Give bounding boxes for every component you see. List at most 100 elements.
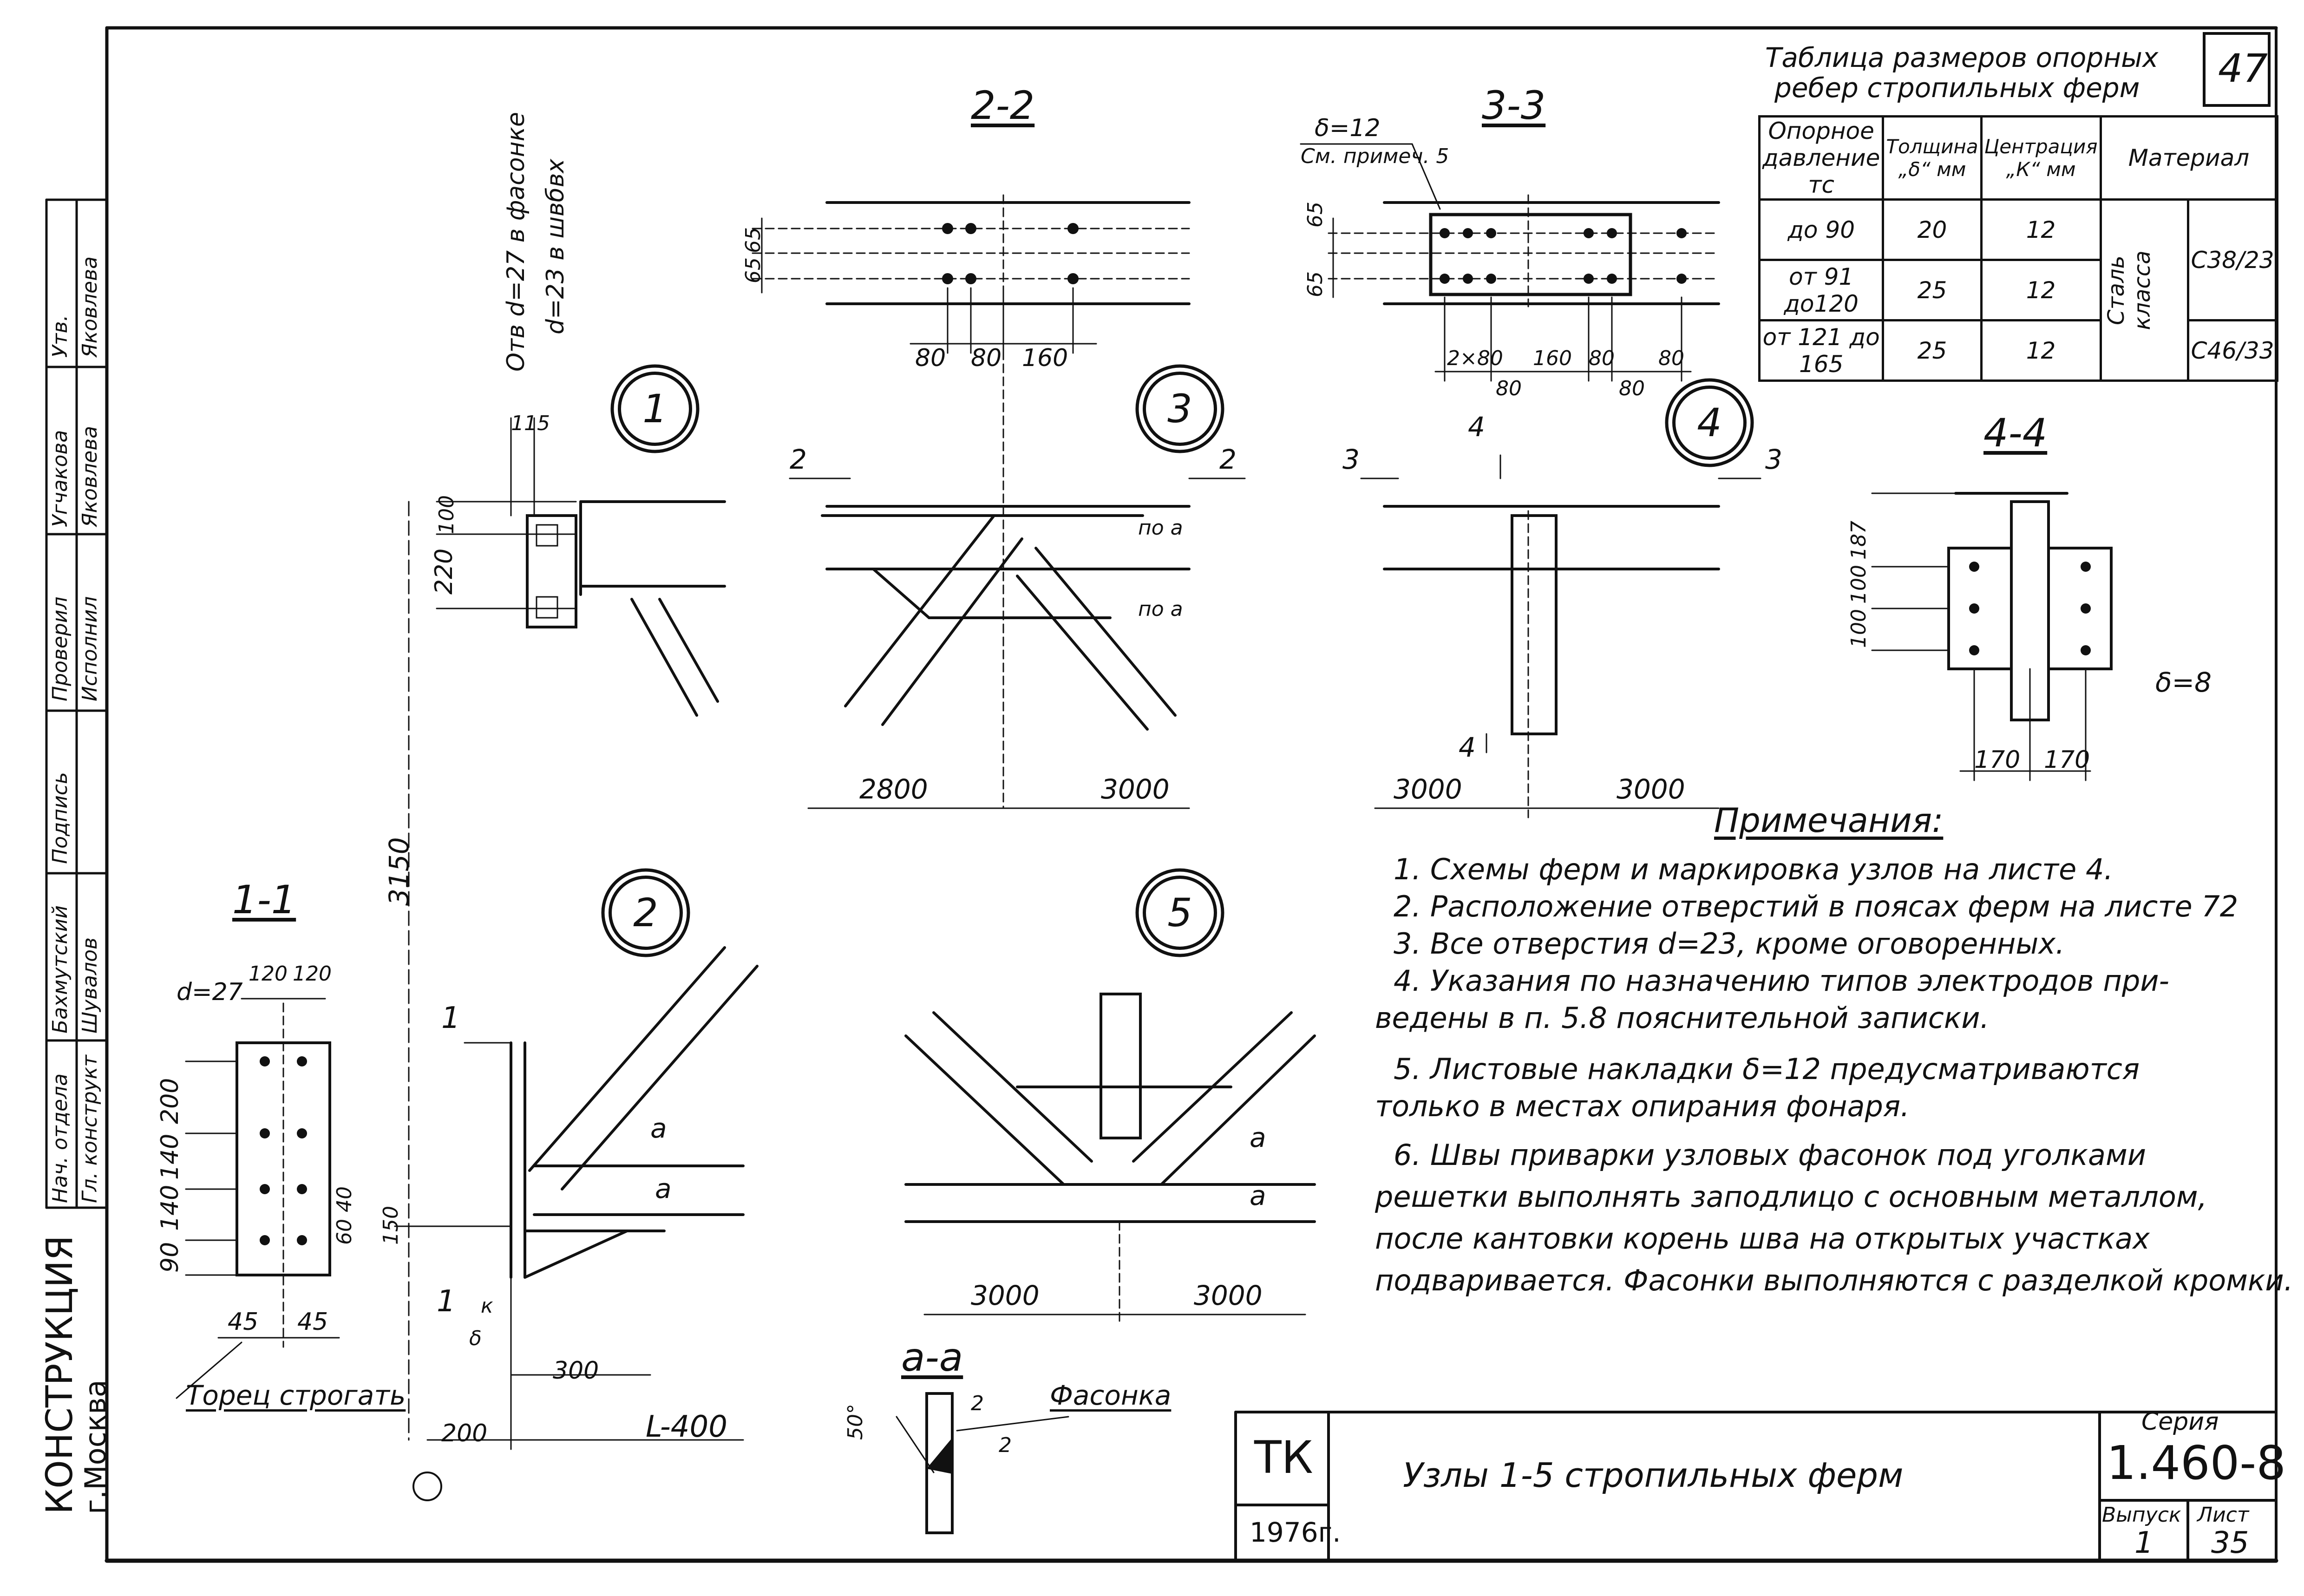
table-header-center: Центрация „К“ мм	[1980, 115, 2102, 201]
dim-label: 140	[156, 1133, 184, 1180]
node-number-3: 3	[1143, 372, 1217, 446]
table-cell: 12	[1980, 198, 2102, 261]
table-cell: от 121 до 165	[1758, 319, 1885, 382]
note-line: 5. Листовые накладки δ=12 предусматриваю…	[1394, 1052, 2140, 1086]
section-mark-3-left: 3	[1342, 444, 1360, 475]
po-a-label: по а	[1138, 597, 1183, 621]
note-line: 1. Схемы ферм и маркировка узлов на лист…	[1394, 852, 2114, 886]
drawing-title: Узлы 1-5 стропильных ферм	[1403, 1456, 1904, 1495]
table-cell: от 91 до120	[1758, 259, 1885, 321]
see-note-5-label: См. примеч. 5	[1301, 144, 1449, 168]
stamp-name: Шувалов	[78, 937, 102, 1033]
po-a-label: по а	[1138, 516, 1183, 540]
table-cell: 25	[1882, 319, 1983, 382]
table-cell: до 90	[1758, 198, 1885, 261]
table-cell: 25	[1882, 259, 1983, 321]
note-line: 6. Швы приварки узловых фасонок под угол…	[1394, 1138, 2147, 1172]
dim-label: 100	[1847, 565, 1871, 604]
note-line: решетки выполнять заподлицо с основным м…	[1375, 1180, 2207, 1214]
note-line: 4. Указания по назначению типов электрод…	[1394, 964, 2169, 998]
dim-label: 65	[741, 227, 765, 253]
a-label: а	[1250, 1180, 1266, 1211]
dim-label: 3000	[1394, 773, 1462, 805]
dim-label: 3000	[971, 1280, 1040, 1311]
section-mark-4-bottom: 4	[1459, 732, 1476, 763]
note-line: после кантовки корень шва на открытых уч…	[1375, 1222, 2150, 1256]
organization-city: г.Москва	[79, 1380, 112, 1514]
dim-label: 80	[971, 344, 1002, 372]
d27-label: d=27	[177, 978, 243, 1006]
section-mark-1-bottom: 1	[437, 1284, 456, 1319]
section-mark-1-top: 1	[441, 1001, 460, 1035]
series-number: 1.460-8	[2107, 1436, 2286, 1490]
sheet-number: 47	[2218, 46, 2268, 91]
dim-label: 65	[1303, 271, 1327, 297]
dim-label: 200	[441, 1419, 488, 1447]
dim-label: 80	[915, 344, 946, 372]
dim-label: 160	[1022, 344, 1068, 372]
dim-label: 80	[1589, 347, 1615, 370]
dim-label: 100	[435, 495, 458, 534]
hole-note-2: d=23 в швбвх	[542, 158, 569, 334]
delta12-label: δ=12	[1315, 114, 1381, 142]
table-cell: С46/33	[2186, 319, 2278, 382]
series-label: Серия	[2141, 1408, 2219, 1436]
note-line: ведены в п. 5.8 пояснительной записки.	[1375, 1001, 1990, 1035]
dim-label: 90	[156, 1242, 184, 1273]
section-title-1-1: 1-1	[232, 877, 296, 922]
stamp-role: Утв.	[48, 314, 72, 358]
section-title-3-3: 3-3	[1482, 83, 1546, 128]
node-number-2: 2	[609, 876, 683, 950]
dim-label: 170	[1974, 746, 2021, 774]
dim-label: 120	[293, 962, 332, 986]
section-title-4-4: 4-4	[1983, 410, 2048, 456]
L400-label: L-400	[646, 1410, 727, 1444]
section-mark-4-top: 4	[1468, 411, 1485, 443]
node-number-5: 5	[1143, 876, 1217, 950]
dim-label: 220	[430, 548, 458, 595]
dim-label: 115	[511, 412, 550, 435]
dim-label: 160	[1533, 347, 1572, 370]
delta8-label: δ=8	[2155, 667, 2212, 698]
page-number: 35	[2211, 1526, 2249, 1560]
dim-label: 187	[1847, 521, 1871, 560]
dim-label: 120	[249, 962, 288, 986]
note-line: 2. Расположение отверстий в поясах ферм …	[1394, 890, 2239, 923]
notes-heading: Примечания:	[1714, 801, 1944, 840]
sheet-label: Лист	[2197, 1503, 2249, 1527]
dim-label: 170	[2044, 746, 2090, 774]
dim-label: 3000	[1101, 773, 1170, 805]
dim-label: 3000	[1617, 773, 1685, 805]
a-label: а	[655, 1173, 672, 1204]
node-number-1: 1	[618, 372, 692, 446]
dim-label: 45	[297, 1308, 328, 1336]
gusset-label: Фасонка	[1050, 1380, 1172, 1411]
stamp-role: Подпись	[48, 772, 72, 864]
dim-label: 80	[1496, 377, 1522, 400]
dim-label: 65	[741, 257, 765, 283]
node-number-4: 4	[1672, 386, 1747, 460]
stamp-name: Исполнил	[78, 596, 102, 701]
dim-label: 2	[971, 1392, 984, 1415]
stamp-role: Угчакова	[48, 430, 72, 527]
table-header-material: Материал	[2099, 115, 2278, 201]
section-mark-2-left: 2	[790, 444, 807, 475]
dim-label: 3150	[383, 837, 415, 906]
organization-name: КОНСТРУКЦИЯ	[39, 1235, 81, 1514]
dim-label: 2×80	[1447, 347, 1503, 370]
stamp-role: Нач. отдела	[48, 1073, 72, 1203]
section-title-a-a: а-а	[901, 1334, 963, 1380]
stamp-name: Яковлева	[78, 425, 102, 527]
note-line: подваривается. Фасонки выполняются с раз…	[1375, 1263, 2293, 1297]
dim-label: 65	[1303, 202, 1327, 228]
dim-label: 200	[156, 1078, 184, 1124]
stamp-role: Проверил	[48, 596, 72, 701]
table-header-pressure: Опорное давление тс	[1758, 115, 1885, 201]
dim-label: 2800	[859, 773, 928, 805]
dim-label: 140	[156, 1184, 184, 1231]
org-code: ТК	[1254, 1432, 1313, 1484]
stamp-role: Бахмутский	[48, 905, 72, 1033]
dim-label: 40	[333, 1186, 356, 1212]
dim-label: 80	[1619, 377, 1645, 400]
table-header-thickness: Толщина „δ“ мм	[1882, 115, 1983, 201]
